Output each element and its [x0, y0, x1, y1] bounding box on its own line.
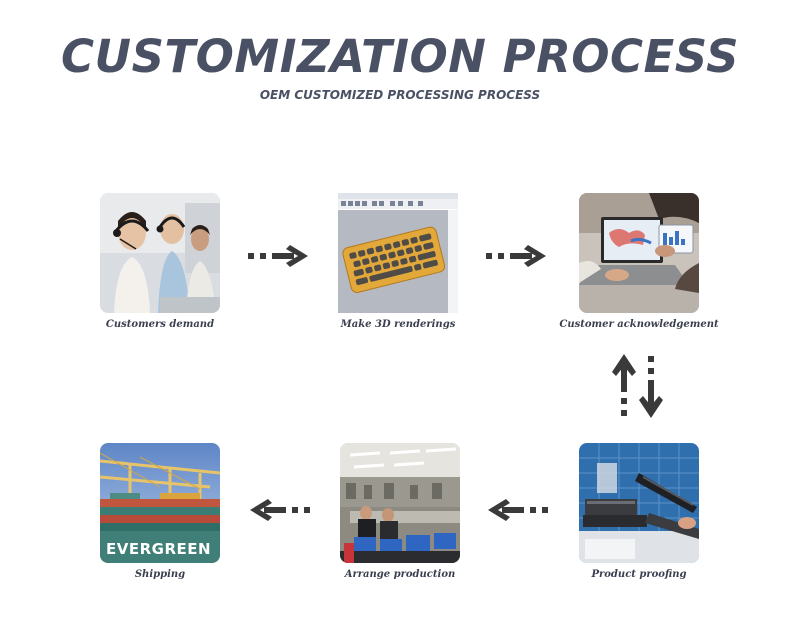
- page-subtitle: OEM CUSTOMIZED PROCESSING PROCESS: [259, 88, 541, 102]
- ship-name-text: EVERGREEN: [106, 540, 211, 558]
- step-make-3d-renderings: Make 3D renderings: [318, 193, 478, 330]
- call-center-photo: [100, 193, 220, 313]
- step-label: Customers demand: [105, 319, 215, 330]
- arrow-left-icon: [488, 499, 548, 521]
- arrow-right-icon: [248, 245, 308, 267]
- factory-floor-photo: [340, 443, 460, 563]
- step-customer-acknowledgement: Customer acknowledgement: [559, 193, 719, 330]
- step-customers-demand: Customers demand: [80, 193, 240, 330]
- step-label: Customer acknowledgement: [559, 319, 719, 330]
- arrow-right-icon: [486, 245, 546, 267]
- step-label: Make 3D renderings: [340, 319, 456, 330]
- step-label: Product proofing: [591, 569, 687, 580]
- arrow-up-down-icon: [612, 354, 663, 418]
- laptop-review-photo: [579, 193, 699, 313]
- arrow-left-icon: [250, 499, 310, 521]
- container-port-photo: EVERGREEN: [100, 443, 220, 563]
- step-label: Arrange production: [344, 569, 456, 580]
- keyboard-prototype-photo: [579, 443, 699, 563]
- step-product-proofing: Product proofing: [559, 443, 719, 580]
- page-title: CUSTOMIZATION PROCESS: [61, 30, 739, 83]
- step-shipping: EVERGREEN Shipping: [80, 443, 240, 580]
- cad-keyboard-rendering: [338, 193, 458, 313]
- step-arrange-production: Arrange production: [320, 443, 480, 580]
- step-label: Shipping: [134, 569, 186, 580]
